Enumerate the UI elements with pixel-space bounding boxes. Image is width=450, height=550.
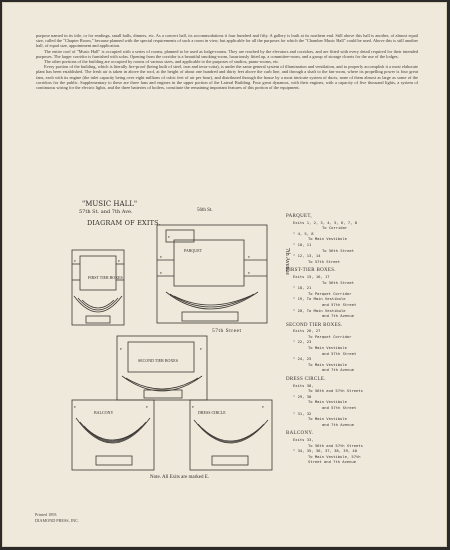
exits-line: To 56th Street	[322, 279, 355, 285]
exits-line: " 24, 25	[293, 356, 312, 362]
exits-line: To Main Vestibule	[308, 416, 347, 422]
exits-line: To Main Vestibule	[308, 399, 347, 405]
first-tier-plan	[71, 249, 125, 326]
svg-text:E: E	[160, 255, 162, 259]
diagram-subtitle: 57th St. and 7th Ave.	[79, 209, 133, 215]
svg-text:E: E	[248, 271, 250, 275]
exit-diagram: E E E E E E E E E E E E E "MUSIC HALL" 57th St.…	[62, 200, 290, 485]
exits-line: and 57th Street	[322, 301, 357, 307]
exits-section-heading: BALCONY.	[286, 431, 314, 437]
exits-line: To 56th Street	[322, 247, 355, 253]
svg-text:E: E	[192, 405, 194, 409]
avenue-label: 7th Avenue	[284, 248, 290, 276]
imprint: Printed 1893 DIAMOND PRESS, INC.	[35, 512, 79, 523]
exits-line: To Main Vestibule	[308, 345, 347, 351]
exits-line: " 12, 13, 14	[293, 253, 321, 259]
diagram-title: "MUSIC HALL"	[82, 200, 138, 208]
exits-line: " 29, 30	[293, 393, 312, 399]
body-text: purpose named in its title, or for readi…	[36, 33, 418, 90]
street-label-bottom: 57th Street	[212, 328, 242, 334]
exits-line: Exits 30,	[293, 382, 314, 388]
parquet-plan	[156, 224, 268, 324]
exits-line: To Parquet Corridor	[308, 290, 352, 296]
exits-line: " 20, To Main Vestibule	[293, 307, 346, 313]
diagram-note: Note. All Exits are marked E.	[150, 475, 210, 480]
svg-text:E: E	[248, 255, 250, 259]
exits-section-heading: FIRST-TIER BOXES.	[286, 268, 336, 274]
exits-line: " 4, 5, 8	[293, 230, 314, 236]
second-tier-label: SECOND TIER BOXES	[138, 358, 178, 363]
exits-line: Exits 33,	[293, 436, 314, 442]
exits-line: and 7th Avenue	[322, 421, 355, 427]
exits-line: " 22, 23	[293, 339, 312, 345]
exits-line: To Corridor	[322, 225, 348, 231]
exits-section-heading: PARQUET,	[286, 214, 312, 219]
floor-plan-drawing: E E E E E E E E E E E E E	[71, 224, 273, 471]
svg-text:E: E	[74, 259, 76, 263]
dress-circle-label: DRESS CIRCLE	[198, 410, 226, 415]
first-tier-label: FIRST TIER BOXES	[88, 275, 123, 280]
exits-line: Exits 1, 2, 3, 4, 5, 6, 7, 8	[293, 219, 358, 225]
exits-line: and 7th Avenue	[322, 313, 355, 319]
second-tier-plan	[116, 335, 208, 401]
imprint-publisher: DIAMOND PRESS, INC.	[35, 517, 79, 523]
diagram-heading: DIAGRAM OF EXITS.	[87, 219, 161, 227]
parquet-label: PARQUET	[184, 248, 203, 253]
svg-text:E: E	[118, 259, 120, 263]
exits-line: Exits 15, 16, 17	[293, 273, 330, 279]
exits-line: and 57th Street	[322, 405, 357, 410]
imprint-year: Printed 1893	[35, 512, 57, 517]
exits-line: and 7th Avenue	[322, 367, 355, 373]
exits-line: " 19, To Main Vestibule	[293, 296, 346, 302]
exits-line: Street and 7th Avenue	[308, 459, 357, 465]
svg-text:E: E	[120, 347, 122, 351]
balcony-label: BALCONY	[94, 410, 114, 415]
svg-text:E: E	[160, 271, 162, 275]
exits-line: and 57th Street	[322, 350, 357, 356]
svg-text:E: E	[168, 235, 170, 239]
exits-line: To 56th and 57th Streets	[308, 442, 363, 448]
exits-line: " 31, 32	[293, 410, 312, 416]
exits-section-heading: SECOND TIER BOXES.	[286, 322, 343, 328]
exits-line: To Main Vestibule	[308, 361, 347, 367]
exits-line: " 10, 11	[293, 241, 312, 247]
balcony-plan	[71, 399, 155, 471]
street-label-top: 56th St.	[197, 208, 213, 213]
paragraph: purpose named in its title, or for readi…	[36, 33, 418, 49]
svg-text:E: E	[262, 405, 264, 409]
exits-line: To 56th and 57th Streets	[308, 388, 363, 394]
exits-line: To 57th Street	[308, 258, 341, 264]
exits-section-heading: DRESS CIRCLE.	[286, 377, 326, 383]
exits-line: " 34, 35, 36, 37, 38, 39, 40	[293, 448, 358, 454]
exits-line: To Main Vestibule, 57th	[308, 453, 361, 459]
document-page: purpose named in its title, or for readi…	[2, 2, 447, 547]
exits-line: " 18, 21	[293, 285, 312, 291]
svg-text:E: E	[74, 405, 76, 409]
paragraph: The entire roof of "Music Hall" is occup…	[36, 48, 418, 59]
exits-line: To Main Vestibule	[308, 236, 347, 242]
exits-line: To Parquet Corridor	[308, 333, 352, 339]
paragraph: Every portion of the building, which is …	[36, 64, 418, 91]
dress-circle-plan	[189, 399, 273, 471]
exits-line: Exits 26, 27	[293, 328, 321, 334]
svg-text:E: E	[146, 405, 148, 409]
paragraph: The other portions of the building are o…	[44, 59, 280, 65]
svg-text:E: E	[200, 347, 202, 351]
